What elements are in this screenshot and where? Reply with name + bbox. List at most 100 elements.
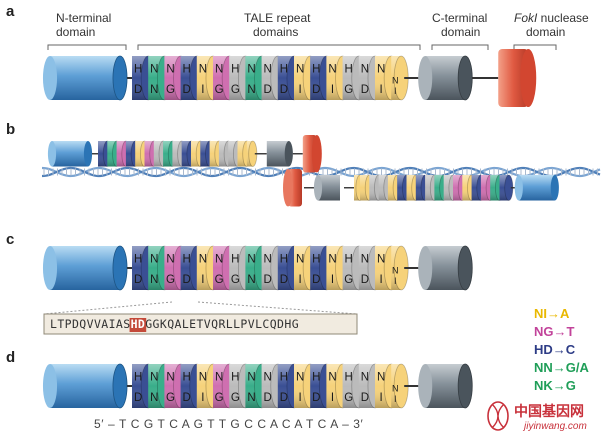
protein-sequence-box	[43, 313, 358, 335]
rvd-top-letter: H	[280, 372, 288, 384]
rvd-bottom-letter: D	[134, 392, 142, 404]
n-terminal-label-line1: N-terminal	[56, 11, 111, 25]
rvd-top-letter: N	[264, 64, 272, 76]
c-terminal-domain	[318, 175, 340, 201]
rvd-top-letter: H	[231, 64, 239, 76]
foki-italic: FokI	[514, 11, 538, 25]
rvd-bottom-letter: I	[201, 392, 204, 404]
c-terminal-label-line1: C-terminal	[432, 11, 487, 25]
rvd-bottom-letter: D	[280, 274, 288, 286]
rvd-top-letter: N	[215, 64, 223, 76]
rvd-bottom-letter: N	[247, 84, 255, 96]
rvd-bottom-letter: G	[344, 274, 353, 286]
rvd-legend: NI→ANG→THD→CNN→G/ANK→G	[534, 306, 590, 393]
rvd-bottom-letter: D	[280, 84, 288, 96]
rvd-top-letter: N	[361, 254, 369, 266]
rvd-top-letter: N	[361, 64, 369, 76]
c-terminal-domain	[418, 245, 473, 291]
rvd-bottom-letter: I	[201, 274, 204, 286]
rvd-bottom-letter: G	[166, 392, 175, 404]
legend-item-nk: NK→G	[534, 378, 576, 393]
rvd-top-letter: N	[296, 64, 304, 76]
foki-label-line1: FokI nuclease	[514, 11, 589, 25]
watermark-title: 中国基因网	[514, 403, 584, 420]
n-terminal-end	[550, 175, 559, 201]
rvd-bottom-letter: D	[183, 392, 191, 404]
rvd-top-letter: N	[150, 254, 158, 266]
rvd-top-letter: N	[247, 254, 255, 266]
rvd-bottom-letter: N	[247, 274, 255, 286]
n-terminal-bracket	[47, 44, 127, 50]
rvd-top-letter: H	[231, 372, 239, 384]
rvd-top-letter: H	[312, 254, 320, 266]
rvd-bottom-letter: I	[379, 392, 382, 404]
panel-label-a: a	[6, 3, 15, 20]
rvd-bottom-letter: D	[312, 392, 320, 404]
rvd-bottom-letter: G	[166, 274, 175, 286]
watermark-url: jiyinwang.com	[522, 421, 587, 432]
c-terminal-label-line2: domain	[441, 25, 480, 39]
tale-repeat-label-line2: domains	[253, 25, 298, 39]
half-repeat-letter-top: N	[392, 383, 399, 393]
rvd-top-letter: H	[134, 372, 142, 384]
tale-repeat-12	[310, 55, 334, 101]
rvd-bottom-letter: G	[344, 84, 353, 96]
protein-sequence-after: GGKQALETVQRLLPVLCQDHG	[145, 317, 299, 331]
rvd-bottom-letter: I	[331, 274, 334, 286]
rvd-bottom-letter: D	[134, 274, 142, 286]
legend-item-ni: NI→A	[534, 306, 570, 321]
rvd-top-letter: N	[166, 372, 174, 384]
rvd-top-letter: H	[231, 254, 239, 266]
rvd-bottom-letter: I	[201, 84, 204, 96]
rvd-top-letter: H	[312, 64, 320, 76]
rvd-bottom-letter: I	[331, 392, 334, 404]
rvd-bottom-letter: N	[150, 274, 158, 286]
tale-repeat-label-line1: TALE repeat	[244, 11, 311, 25]
rvd-bottom-letter: I	[298, 274, 301, 286]
rvd-top-letter: N	[328, 64, 336, 76]
rvd-top-letter: H	[183, 254, 191, 266]
tale-repeat-bracket	[137, 44, 421, 50]
talen-right	[283, 169, 559, 207]
dna-helix	[41, 166, 601, 178]
rvd-bottom-letter: N	[247, 392, 255, 404]
rvd-top-letter: N	[247, 372, 255, 384]
zoom-line-left	[43, 301, 173, 315]
legend-item-ng: NG→T	[534, 324, 575, 339]
n-terminal-domain	[52, 141, 88, 167]
rvd-bottom-letter: I	[331, 84, 334, 96]
rvd-top-letter: H	[280, 64, 288, 76]
rvd-bottom-letter: N	[150, 84, 158, 96]
rvd-bottom-letter: I	[379, 84, 382, 96]
rvd-top-letter: N	[296, 254, 304, 266]
n-terminal-cap	[47, 141, 57, 167]
rvd-bottom-letter: D	[280, 392, 288, 404]
rvd-top-letter: N	[361, 372, 369, 384]
watermark-dna-strand	[491, 403, 505, 429]
rvd-top-letter: N	[215, 254, 223, 266]
half-repeat-letter-bottom: I	[394, 394, 397, 404]
legend-item-nn: NN→G/A	[534, 360, 590, 375]
rvd-bottom-letter: D	[183, 274, 191, 286]
protein-sequence-before: LTPDQVVAIAS	[50, 317, 131, 331]
half-repeat-letter-top: N	[392, 265, 399, 275]
half-repeat-letter-bottom: I	[394, 86, 397, 96]
rvd-top-letter: H	[345, 372, 353, 384]
rvd-bottom-letter: D	[312, 274, 320, 286]
c-terminal-domain	[266, 141, 289, 167]
c-terminal-domain	[418, 55, 473, 101]
rvd-top-letter: H	[134, 64, 142, 76]
rvd-top-letter: H	[345, 254, 353, 266]
tale-repeat-6	[213, 363, 237, 409]
c-terminal-end	[284, 141, 293, 167]
rvd-bottom-letter: I	[298, 392, 301, 404]
rvd-top-letter: H	[183, 372, 191, 384]
watermark: 中国基因网 jiyinwang.com	[484, 398, 608, 434]
rvd-top-letter: H	[345, 64, 353, 76]
n-terminal-domain	[42, 55, 128, 101]
rvd-top-letter: N	[264, 372, 272, 384]
rvd-bottom-letter: G	[215, 84, 224, 96]
